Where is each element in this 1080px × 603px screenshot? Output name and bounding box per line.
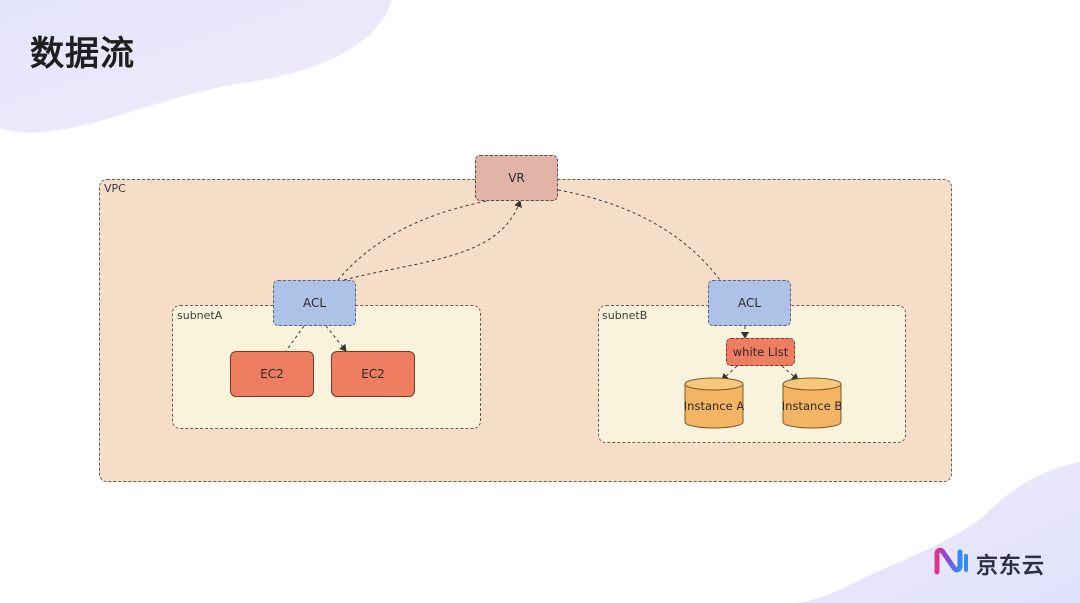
connector-acl-a-to-vr-2 [343,200,522,281]
acl-node-subnet-b: ACL [708,280,791,326]
ec2-node-2: EC2 [331,351,415,397]
vr-label: VR [508,171,525,185]
jdcloud-logo-icon [934,547,968,575]
connector-acl-a-to-ec2-1 [285,325,305,352]
acl-label: ACL [737,296,762,310]
instance-a-label: Instance A [683,399,745,413]
connector-whitelist-to-instance-b [781,365,799,381]
connector-acl-a-to-vr-1 [337,199,493,281]
whitelist-node: white LIst [726,338,795,366]
connector-acl-a-to-ec2-2 [325,325,347,352]
page-title: 数据流 [30,34,135,74]
whitelist-label: white LIst [732,345,789,359]
ec2-label: EC2 [260,367,284,381]
acl-node-subnet-a: ACL [273,280,356,326]
bottom-right-blob [790,462,1080,603]
vr-node: VR [475,155,558,201]
ec2-node-1: EC2 [230,351,314,397]
instance-b-label: Instance B [781,399,843,413]
subnet-a-label: subnetA [177,309,223,322]
vpc-label: VPC [104,182,126,195]
instance-a-cylinder [684,377,744,429]
acl-label: ACL [302,296,327,310]
brand-name: 京东云 [976,554,1046,579]
subnet-b-label: subnetB [602,309,648,322]
instance-b-cylinder [782,377,842,429]
ec2-label: EC2 [361,367,385,381]
top-left-blob [0,0,392,133]
connector-vr-to-acl-b [557,189,721,281]
